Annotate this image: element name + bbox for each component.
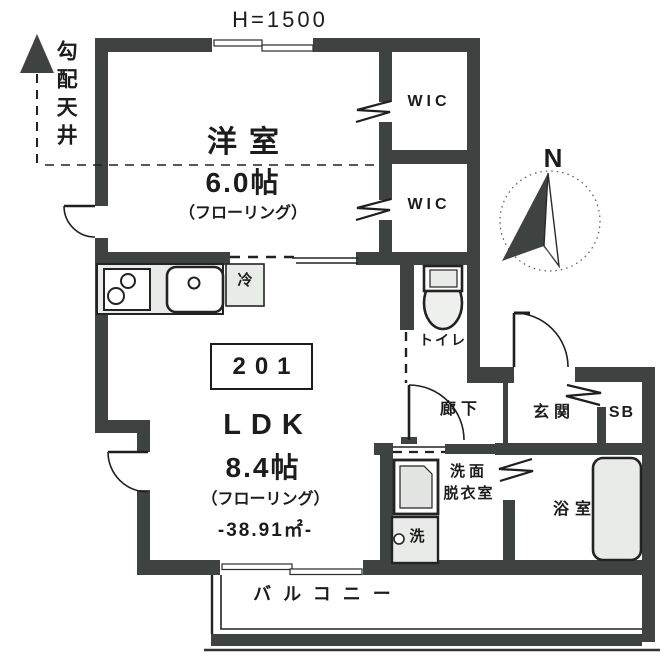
ldk-size: 8.4帖	[225, 452, 301, 483]
refrigerator-box	[225, 263, 265, 307]
wall-segment	[137, 433, 150, 452]
western-room-name: 洋室	[207, 126, 291, 159]
refrigerator-label: 冷	[237, 272, 253, 289]
ldk-west-door	[107, 450, 149, 493]
shoe-box-label: SB	[608, 404, 636, 421]
wall-segment	[379, 164, 392, 200]
wic-lower-folding-door	[355, 197, 392, 222]
wall-segment	[137, 490, 150, 563]
wall-segment	[379, 150, 467, 164]
sloped-ceiling-arrow-icon	[20, 34, 54, 73]
hallway-label: 廊下	[439, 401, 482, 418]
washroom-label-line1: 洗面	[449, 463, 488, 480]
wall-segment	[400, 252, 414, 330]
wall-segment	[95, 252, 230, 265]
balcony-label: バルコニー	[253, 584, 403, 604]
western-room-size: 6.0帖	[205, 167, 281, 198]
wall-segment	[642, 367, 655, 642]
unit-number-box: 201	[210, 343, 313, 390]
wall-segment	[374, 443, 393, 455]
kitchen-sink-icon	[165, 265, 225, 314]
wic-lower-label: WIC	[407, 196, 451, 213]
stove-icon	[103, 268, 151, 311]
wall-segment	[467, 38, 480, 383]
ldk-floor: （フローリング）	[201, 491, 330, 508]
western-room-west-door	[63, 204, 96, 238]
fixtures	[96, 263, 643, 565]
wall-segment	[597, 407, 606, 443]
balcony-railing	[204, 575, 660, 652]
wall-segment	[95, 420, 150, 433]
bathroom-label: 浴室	[552, 501, 597, 518]
wall-segment	[445, 444, 505, 454]
wall-segment	[137, 560, 220, 575]
wall-segment	[95, 38, 108, 206]
bathroom-folding-door	[498, 457, 534, 483]
wall-segment	[379, 122, 392, 152]
sloped-ceiling-label: 勾配天井	[54, 40, 78, 152]
wall-segment	[211, 634, 642, 646]
compass-north-label: N	[543, 143, 563, 173]
hallway-door	[407, 384, 465, 441]
folding-doors	[355, 99, 602, 483]
wall-segment	[374, 252, 480, 265]
shoebox-folding-door	[565, 383, 602, 407]
balcony-window	[220, 561, 363, 576]
entrance-door	[512, 311, 569, 368]
entrance-label: 玄関	[532, 404, 575, 421]
wall-segment	[401, 437, 417, 444]
wall-segment	[95, 38, 212, 52]
western-room-floor: （フローリング）	[178, 205, 307, 222]
wall-segment	[313, 38, 480, 52]
wall-segment	[380, 443, 393, 575]
wall-segment	[503, 383, 508, 443]
windows	[212, 38, 363, 576]
top-window	[212, 38, 314, 52]
wall-segment	[503, 500, 515, 560]
vanity-sink-icon	[392, 458, 440, 516]
wall-segment	[467, 367, 514, 383]
washing-machine-label: 洗	[409, 528, 425, 545]
wall-segment	[575, 367, 655, 382]
doors	[63, 204, 569, 493]
wall-segment	[379, 52, 392, 102]
ldk-name: LDK	[223, 409, 313, 441]
wic-upper-folding-door	[355, 99, 392, 124]
kitchen-counter	[96, 263, 225, 315]
washroom-label-line2: 脱衣室	[443, 485, 495, 502]
toilet-fixture-icon	[422, 264, 464, 331]
wall-segment	[495, 443, 655, 455]
ceiling-height-label: H=1500	[232, 7, 328, 32]
wall-segment	[356, 252, 374, 265]
washing-machine-icon	[390, 515, 440, 565]
wic-upper-label: WIC	[407, 93, 451, 110]
bathtub-icon	[591, 456, 643, 562]
ldk-total-area: -38.91㎡-	[217, 520, 314, 541]
compass-icon	[499, 170, 601, 272]
toilet-label: トイレ	[419, 332, 467, 348]
wall-segment	[379, 220, 392, 252]
dashed-lines	[36, 74, 445, 454]
